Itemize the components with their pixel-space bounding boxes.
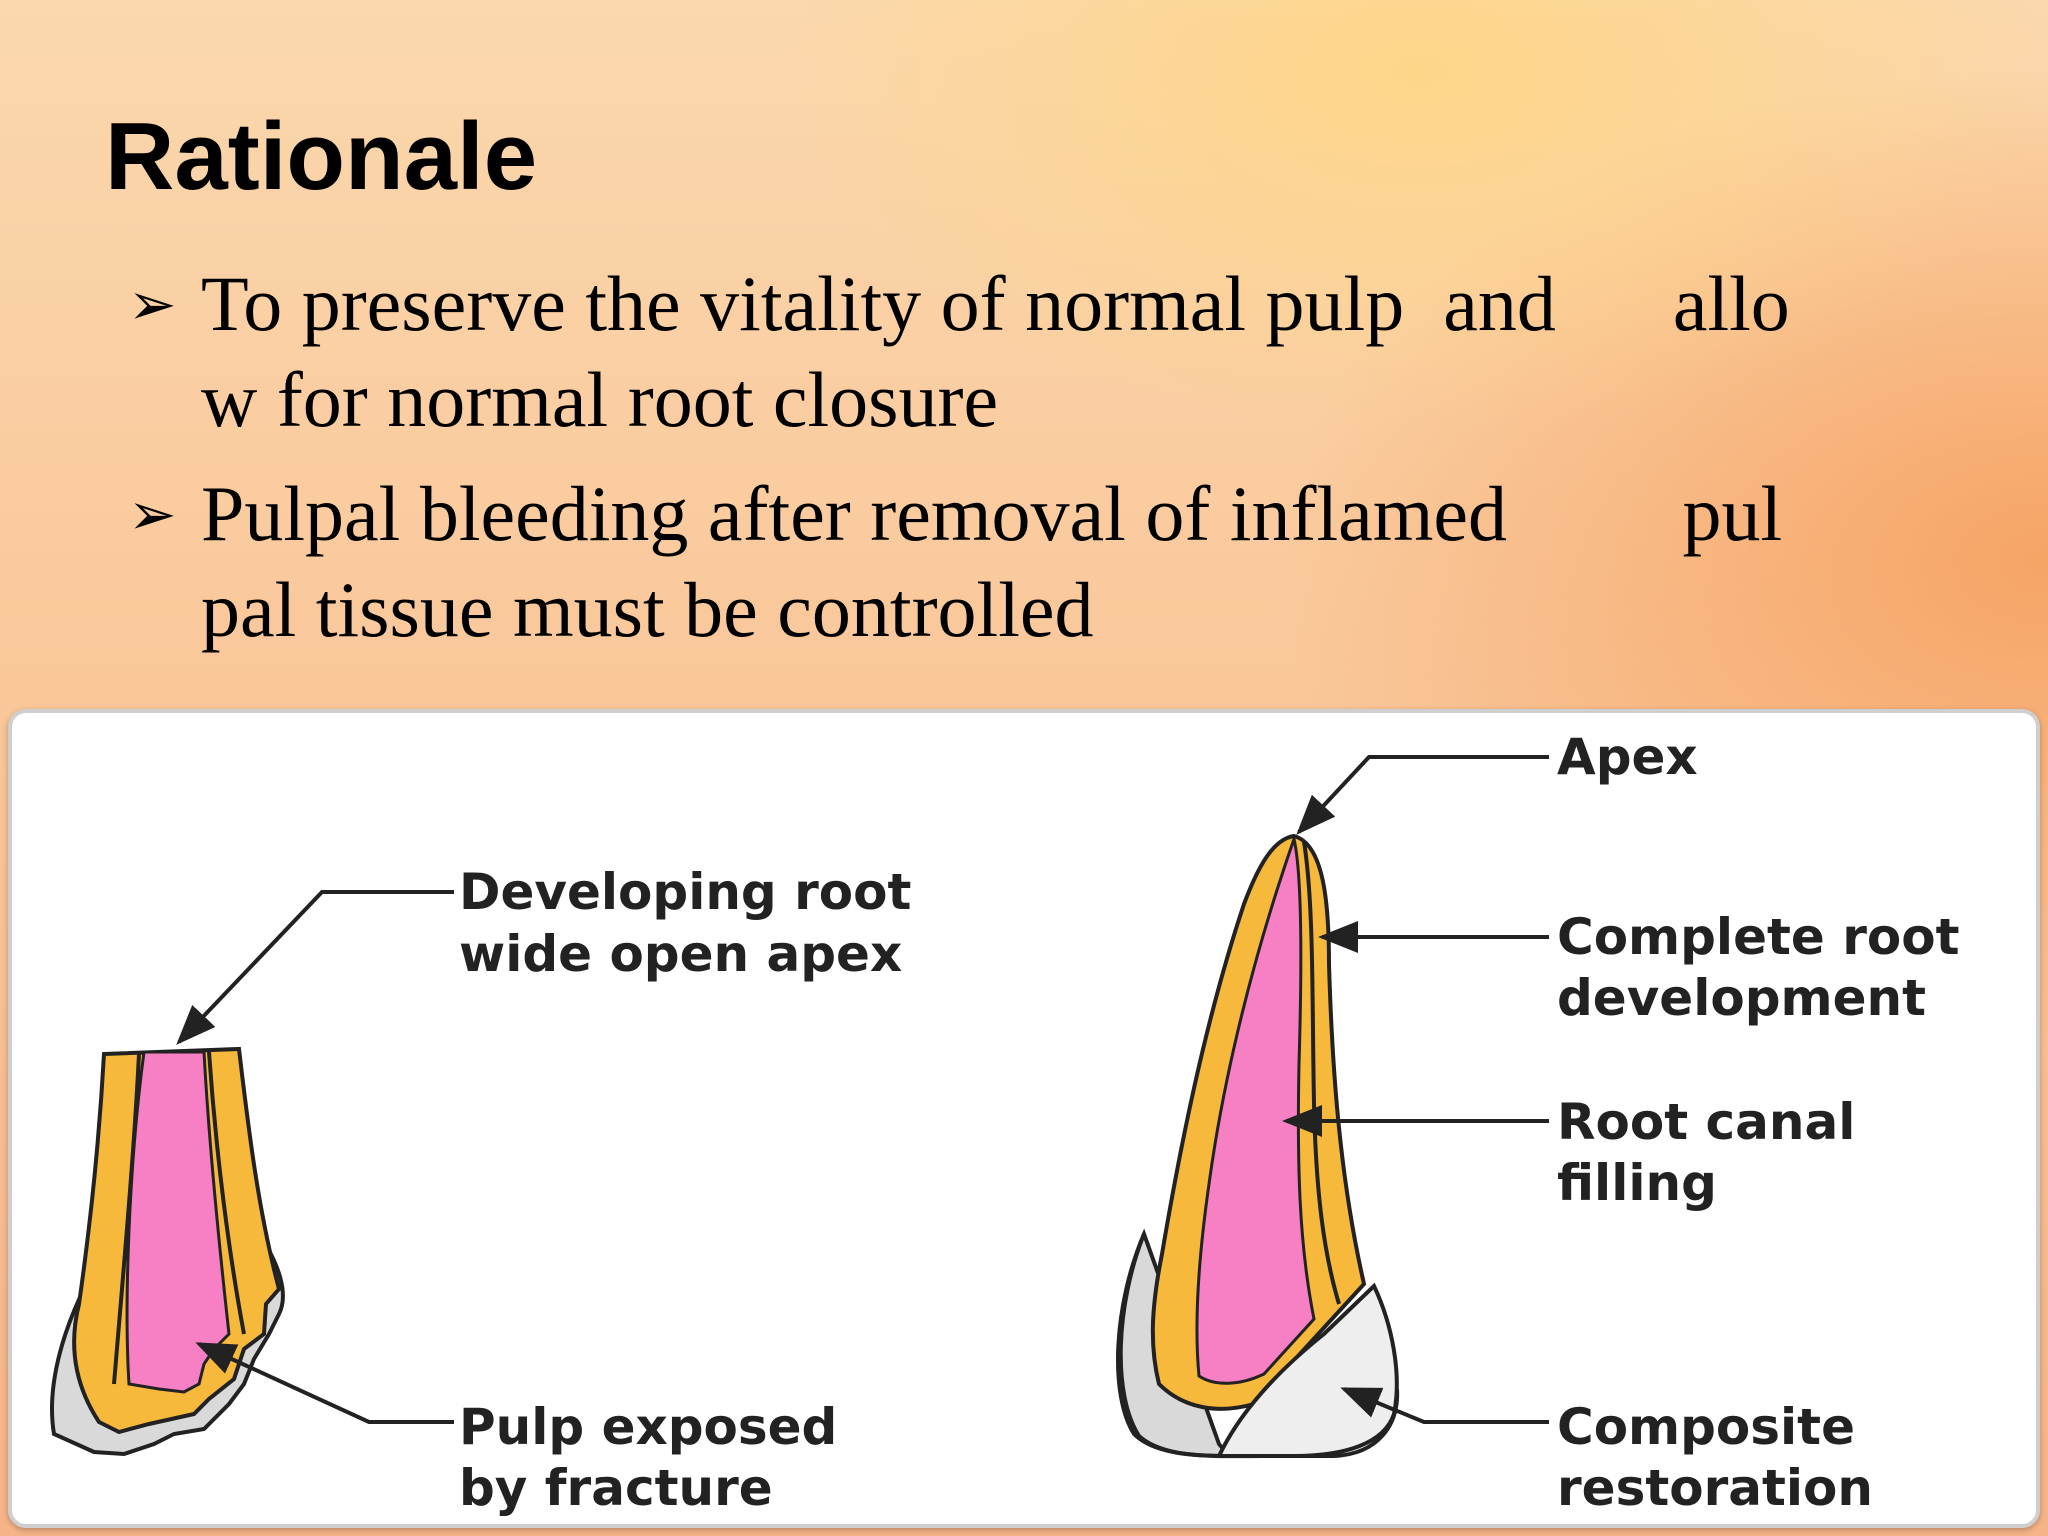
developing-tooth-illustration [50,1046,285,1457]
crown-outline [1118,1233,1400,1459]
inner-dentin-line [1302,841,1341,1305]
leader-lines [176,755,1549,1424]
leader-arrow-pulp-exposed [195,1342,454,1424]
label-root-canal: Root canal [1557,1093,1855,1151]
label-apex: Apex [1557,728,1698,786]
leader-arrow-composite [1340,1387,1549,1424]
bullet-text-line: w for normal root closure [201,356,999,443]
leader-arrow-apex [1296,755,1549,835]
bullet-text-line: pal tissue must be controlled [201,566,1094,653]
root-canal-filling [1195,833,1316,1385]
label-restoration: restoration [1557,1459,1873,1517]
arrow-bullet-icon: ➢ [128,480,177,548]
bullet-text-line: Pulpal bleeding after removal of inflame… [201,470,1783,557]
tooth-diagram: Developing root wide open apex Pulp expo… [50,728,1959,1517]
label-wide-open-apex: wide open apex [459,925,902,983]
slide-title: Rationale [105,103,538,210]
label-developing-root: Developing root [459,863,911,921]
label-pulp-exposed: Pulp exposed [459,1398,837,1456]
arrow-bullet-icon: ➢ [128,270,177,338]
label-by-fracture: by fracture [459,1459,773,1517]
restored-tooth-illustration [1116,833,1400,1459]
leader-arrow-developing-root [176,890,454,1045]
label-complete-root: Complete root [1557,908,1959,966]
pulp-tissue [125,1050,231,1394]
tooth-diagram-figure: Developing root wide open apex Pulp expo… [8,709,2040,1528]
label-filling: filling [1557,1154,1717,1212]
label-composite: Composite [1557,1398,1855,1456]
bullet-text-line: To preserve the vitality of normal pulp … [201,260,1790,347]
label-development: development [1557,969,1926,1027]
